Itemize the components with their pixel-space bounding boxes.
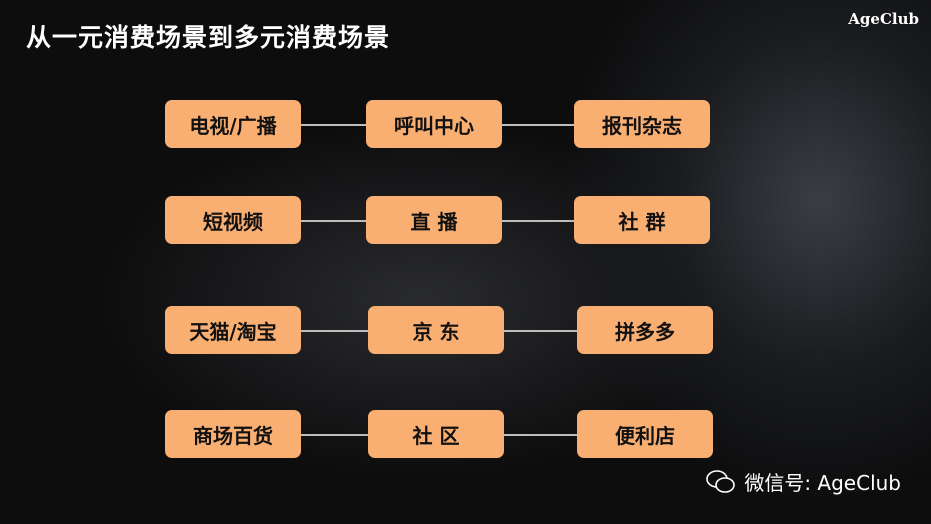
channel-box: 报刊杂志 (574, 100, 710, 148)
ageclub-logo: AgeClub (848, 10, 919, 28)
watermark-text: 微信号: AgeClub (744, 471, 901, 495)
wechat-icon (706, 469, 736, 493)
channel-box: 社 群 (574, 196, 710, 244)
connector-line (301, 434, 368, 436)
connector-line (301, 220, 366, 222)
channel-box: 短视频 (165, 196, 301, 244)
channel-box: 呼叫中心 (366, 100, 502, 148)
connector-line (502, 124, 574, 126)
wechat-watermark: 微信号: AgeClub (706, 467, 901, 496)
channel-box: 直 播 (366, 196, 502, 244)
channel-box: 拼多多 (577, 306, 713, 354)
channel-box: 社 区 (368, 410, 504, 458)
connector-line (504, 330, 577, 332)
channel-box: 天猫/淘宝 (165, 306, 301, 354)
channel-box: 电视/广播 (165, 100, 301, 148)
connector-line (502, 220, 574, 222)
slide-title: 从一元消费场景到多元消费场景 (26, 23, 391, 52)
channel-box: 京 东 (368, 306, 504, 354)
channel-box: 商场百货 (165, 410, 301, 458)
connector-line (504, 434, 577, 436)
connector-line (301, 124, 366, 126)
channel-box: 便利店 (577, 410, 713, 458)
connector-line (301, 330, 368, 332)
